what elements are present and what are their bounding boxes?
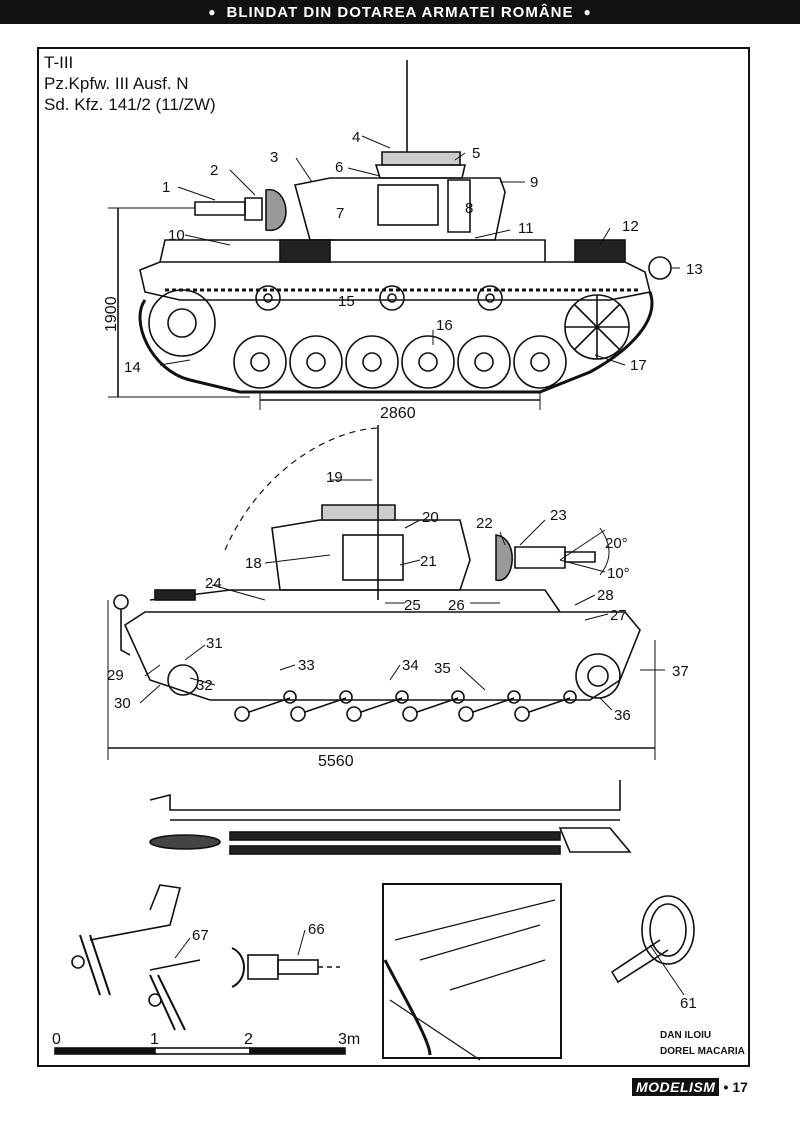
drawing-frame bbox=[37, 47, 750, 1067]
callout-7: 7 bbox=[336, 205, 344, 222]
scale-tick-3: 3m bbox=[338, 1031, 360, 1048]
detail-sketches bbox=[71, 883, 695, 1061]
callout-37: 37 bbox=[672, 663, 689, 680]
callout-13: 13 bbox=[686, 261, 703, 278]
callout-67: 67 bbox=[192, 927, 209, 944]
callout-33: 33 bbox=[298, 657, 315, 674]
callout-35: 35 bbox=[434, 660, 451, 677]
callout-8: 8 bbox=[465, 200, 473, 217]
scale-tick-1: 1 bbox=[150, 1031, 159, 1048]
dim-height: 1900 bbox=[103, 296, 120, 332]
magazine-logo: MODELISM bbox=[632, 1078, 720, 1096]
callout-5: 5 bbox=[472, 145, 480, 162]
title-line-2: Pz.Kpfw. III Ausf. N bbox=[44, 74, 189, 93]
callout-2: 2 bbox=[210, 162, 218, 179]
vehicle-title: T-III Pz.Kpfw. III Ausf. N Sd. Kfz. 141/… bbox=[44, 52, 216, 115]
dim-length: 5560 bbox=[318, 753, 354, 770]
callout-10: 10 bbox=[168, 227, 185, 244]
callout-6: 6 bbox=[335, 159, 343, 176]
callout-27: 27 bbox=[610, 607, 627, 624]
header-bullet-left: ● bbox=[208, 5, 217, 19]
callout-3: 3 bbox=[270, 149, 278, 166]
dim-wheelbase: 2860 bbox=[380, 405, 416, 422]
callout-25: 25 bbox=[404, 597, 421, 614]
title-line-1: T-III bbox=[44, 53, 74, 72]
callout-28: 28 bbox=[597, 587, 614, 604]
scale-tick-2: 2 bbox=[244, 1031, 253, 1048]
page-header: ● BLINDAT DIN DOTAREA ARMATEI ROMÂNE ● bbox=[0, 0, 800, 24]
authors: DAN ILOIU DOREL MACARIA bbox=[660, 1028, 745, 1060]
scale-tick-0: 0 bbox=[52, 1031, 61, 1048]
side-view-left bbox=[138, 60, 672, 394]
callout-30: 30 bbox=[114, 695, 131, 712]
callout-11: 11 bbox=[518, 220, 534, 237]
callout-21: 21 bbox=[420, 553, 437, 570]
side-view-right bbox=[113, 425, 641, 722]
footer-bullet: • bbox=[723, 1079, 729, 1095]
callout-61: 61 bbox=[680, 995, 697, 1012]
suspension-row bbox=[234, 690, 577, 722]
callout-19: 19 bbox=[326, 469, 343, 486]
callout-31: 31 bbox=[206, 635, 223, 652]
callout-34: 34 bbox=[402, 657, 419, 674]
callout-9: 9 bbox=[530, 174, 538, 191]
dim-elevation-up: 20° bbox=[605, 535, 628, 552]
callout-32: 32 bbox=[196, 677, 213, 694]
callout-1: 1 bbox=[162, 179, 170, 196]
header-bullet-right: ● bbox=[583, 5, 592, 19]
callout-26: 26 bbox=[448, 597, 465, 614]
page-footer: MODELISM • 17 bbox=[632, 1078, 748, 1096]
road-wheels bbox=[233, 335, 567, 389]
title-line-3: Sd. Kfz. 141/2 (11/ZW) bbox=[44, 95, 216, 114]
author-1: DAN ILOIU bbox=[660, 1030, 712, 1041]
author-2: DOREL MACARIA bbox=[660, 1046, 745, 1057]
callout-16: 16 bbox=[436, 317, 453, 334]
page-number: 17 bbox=[732, 1079, 748, 1095]
callout-29: 29 bbox=[107, 667, 124, 684]
leader-lines bbox=[139, 135, 685, 996]
dim-elevation-down: 10° bbox=[607, 565, 630, 582]
callout-15: 15 bbox=[338, 293, 355, 310]
header-title: BLINDAT DIN DOTAREA ARMATEI ROMÂNE bbox=[226, 3, 574, 21]
callout-23: 23 bbox=[550, 507, 567, 524]
callout-4: 4 bbox=[352, 129, 360, 146]
callout-66: 66 bbox=[308, 921, 325, 938]
bottom-view bbox=[149, 780, 632, 855]
callout-17: 17 bbox=[630, 357, 647, 374]
callout-22: 22 bbox=[476, 515, 493, 532]
scale-bar bbox=[54, 1047, 346, 1055]
callout-18: 18 bbox=[245, 555, 262, 572]
callout-12: 12 bbox=[622, 218, 639, 235]
callout-20: 20 bbox=[422, 509, 439, 526]
callout-labels: 1 2 3 4 5 6 7 8 9 10 11 12 13 14 15 16 1… bbox=[107, 129, 703, 1012]
callout-24: 24 bbox=[205, 575, 222, 592]
callout-14: 14 bbox=[124, 359, 141, 376]
callout-36: 36 bbox=[614, 707, 631, 724]
